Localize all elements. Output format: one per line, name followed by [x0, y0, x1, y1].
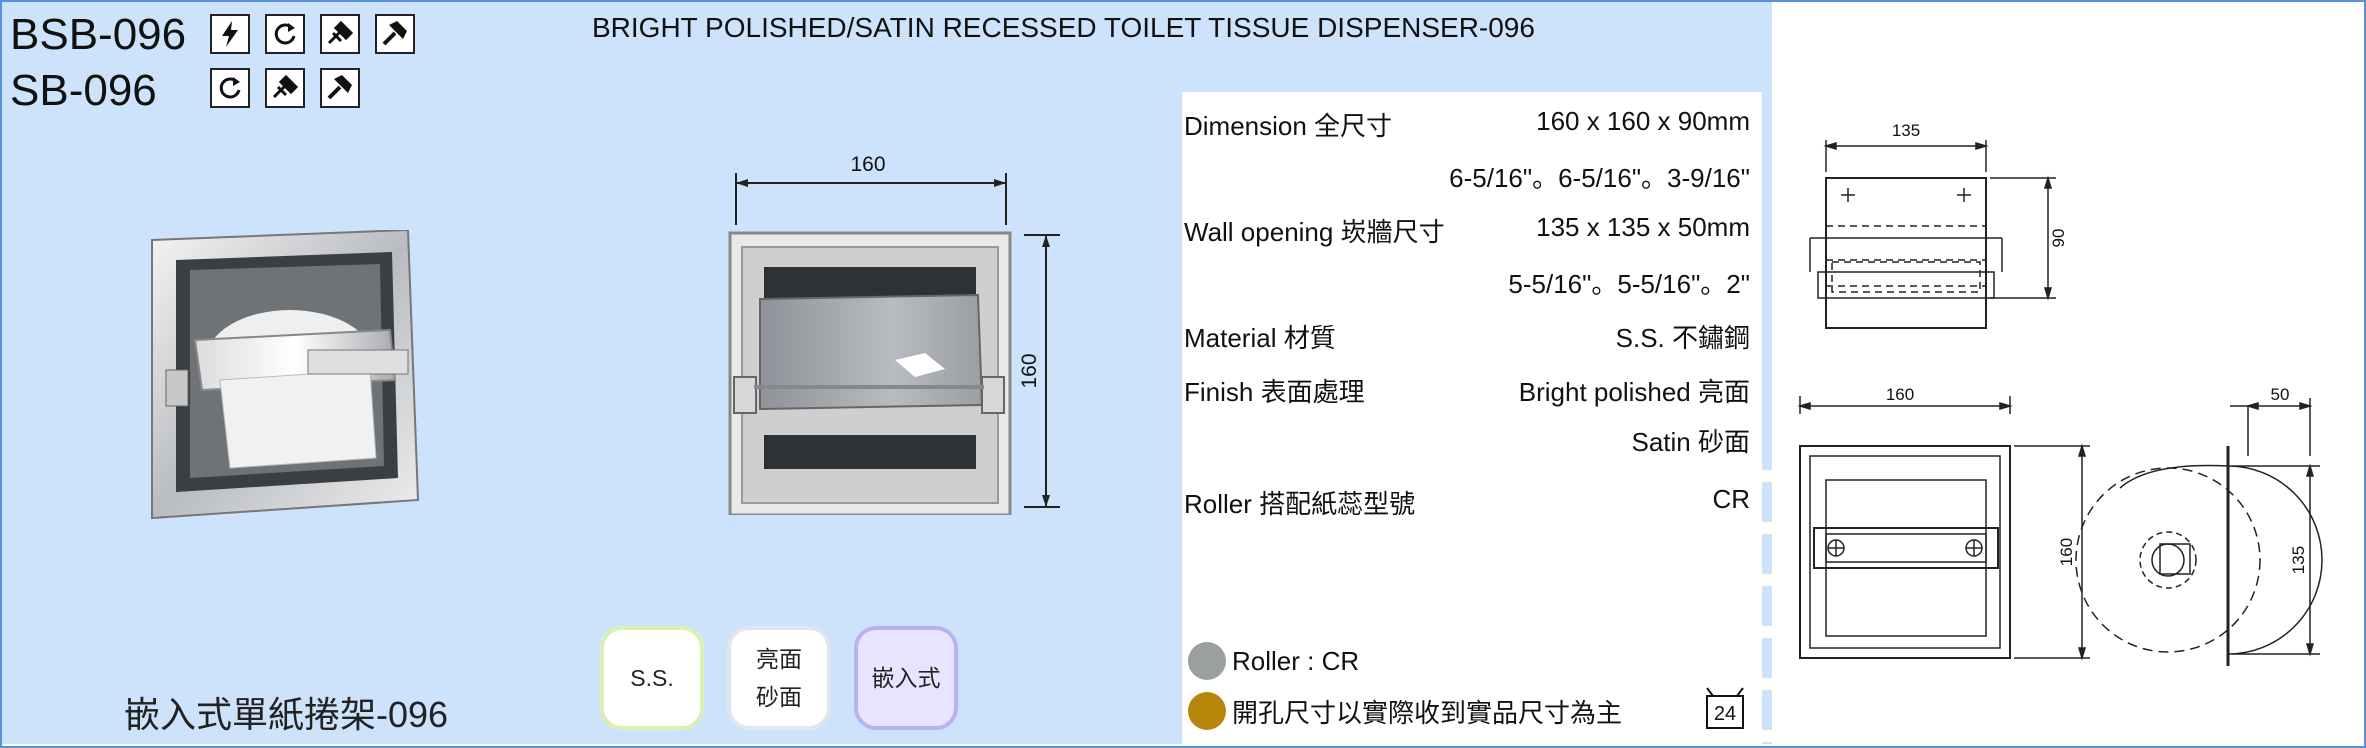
badge-material-text: S.S.: [630, 665, 674, 691]
badge-finish-polished: 亮面: [756, 646, 802, 672]
dashed-divider: [1762, 430, 1772, 744]
dimension-inch-value: 6-5/16"。6-5/16"。3-9/16": [1449, 163, 1750, 193]
lightning-icon: [210, 14, 250, 54]
badge-type-text: 嵌入式: [871, 665, 941, 691]
screw-icon: [265, 68, 305, 108]
wall-opening-value: 135 x 135 x 50mm: [1536, 212, 1750, 242]
finish-label: Finish 表面處理: [1184, 377, 1365, 407]
hammer-icon: [375, 14, 415, 54]
wall-inch-value: 5-5/16"。5-5/16"。2": [1508, 269, 1750, 299]
opening-note-text: 開孔尺寸以實際收到實品尺寸為主: [1232, 697, 1623, 728]
front-view-drawing: 160 160: [728, 155, 1060, 515]
side-depth-label: 50: [2271, 385, 2290, 404]
dimension-label: Dimension 全尺寸: [1184, 111, 1393, 141]
height-label: 160: [1018, 353, 1041, 388]
drawing-panel: [1772, 0, 2362, 744]
feature-icons-row1: [210, 14, 415, 54]
finish-value-satin: Satin 砂面: [1631, 427, 1751, 457]
top-width-label: 135: [1892, 121, 1920, 140]
badge-finish: 亮面 砂面: [727, 626, 831, 730]
dimension-value: 160 x 160 x 90mm: [1536, 106, 1750, 136]
product-name-chinese: 嵌入式單紙捲架-096: [124, 694, 449, 735]
model-number-bsb: BSB-096: [10, 10, 187, 59]
badge-finish-satin: 砂面: [756, 684, 802, 710]
finish-value-polished: Bright polished 亮面: [1518, 377, 1750, 407]
product-title: BRIGHT POLISHED/SATIN RECESSED TOILET TI…: [592, 12, 1535, 43]
model-number-sb: SB-096: [10, 66, 157, 115]
rotate-icon: [265, 14, 305, 54]
product-photo: [151, 230, 420, 520]
opening-note: 開孔尺寸以實際收到實品尺寸為主: [1188, 692, 1622, 730]
wall-opening-label: Wall opening 崁牆尺寸: [1184, 217, 1445, 247]
screw-icon: [320, 14, 360, 54]
badge-material: S.S.: [600, 626, 704, 730]
side-height-label: 135: [2289, 546, 2308, 574]
technical-drawing: 135 90 160 160 50 135: [1797, 121, 2323, 666]
roller-label: Roller 搭配紙蕊型號: [1184, 489, 1416, 519]
front-height-label: 160: [2057, 538, 2076, 566]
hammer-icon: [320, 68, 360, 108]
spec-panel: [1182, 92, 1762, 744]
front-width-label: 160: [1886, 385, 1914, 404]
gray-dot-icon: [1188, 642, 1226, 680]
feature-icons-row2: [210, 68, 360, 108]
roller-value: CR: [1712, 484, 1750, 514]
badge-type: 嵌入式: [854, 626, 958, 730]
roller-note: Roller : CR: [1188, 642, 1359, 680]
rotate-icon: [210, 68, 250, 108]
gold-dot-icon: [1188, 692, 1226, 730]
page-number: 24: [1714, 703, 1736, 725]
roller-note-text: Roller : CR: [1232, 645, 1360, 676]
width-label: 160: [850, 155, 885, 176]
page-number-box: 24: [1706, 687, 1744, 729]
top-height-label: 90: [2049, 229, 2068, 248]
material-value: S.S. 不鏽鋼: [1615, 323, 1750, 353]
material-label: Material 材質: [1184, 323, 1336, 353]
